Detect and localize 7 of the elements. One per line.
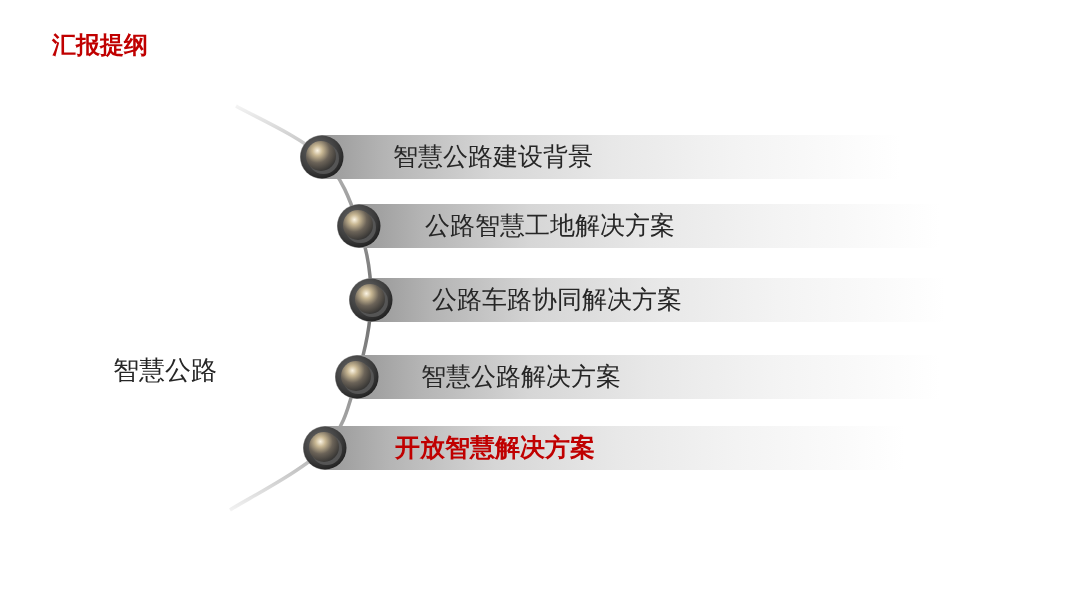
- section-title: 公路智慧工地解决方案: [425, 210, 675, 242]
- section-title: 智慧公路建设背景: [393, 141, 593, 173]
- section-title: 公路车路协同解决方案: [432, 284, 682, 316]
- section-title: 开放智慧解决方案: [395, 432, 595, 464]
- title: 汇报提纲: [52, 30, 148, 61]
- section-title: 智慧公路解决方案: [421, 361, 621, 393]
- topic-label: 智慧公路: [113, 354, 217, 387]
